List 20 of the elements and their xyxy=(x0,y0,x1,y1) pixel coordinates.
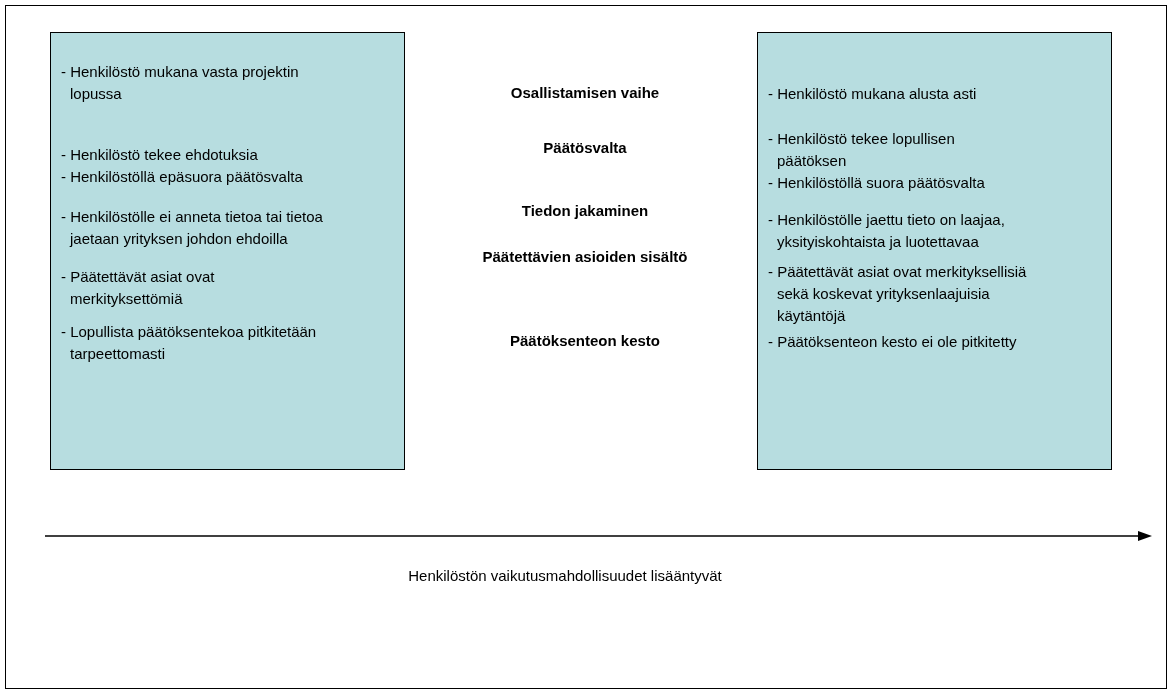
list-item: - Lopullista päätöksentekoa pitkitetään tarpeettomasti xyxy=(61,322,318,364)
list-item: - Päätöksenteon kesto ei ole pitkitetty xyxy=(768,332,1018,352)
list-item: - Henkilöstö tekee ehdotuksia xyxy=(61,145,259,165)
list-item: - Päätettävät asiat ovat merkityksellisiä sekä koskevat yrityksenlaajuisia käytäntöjä xyxy=(768,262,1027,326)
row-heading: Osallistamisen vaihe xyxy=(509,83,661,103)
row-heading: Tiedon jakaminen xyxy=(520,201,650,221)
list-item: - Henkilöstöllä epäsuora päätösvalta xyxy=(61,167,304,187)
list-item: - Päätettävät asiat ovat merkityksettömiä xyxy=(61,267,216,309)
row-heading: Päätettävien asioiden sisältö xyxy=(481,247,689,267)
axis-caption: Henkilöstön vaikutusmahdollisuudet lisääntyvät xyxy=(407,567,723,584)
list-item: - Henkilöstö mukana alusta asti xyxy=(768,84,978,104)
list-item: - Henkilöstö mukana vasta projektin lopussa xyxy=(61,62,300,104)
comparison-panel xyxy=(757,32,1112,470)
list-item: - Henkilöstöllä suora päätösvalta xyxy=(768,173,986,193)
list-item: - Henkilöstölle jaettu tieto on laajaa, yksityiskohtaista ja luotettavaa xyxy=(768,210,1006,252)
list-item: - Henkilöstölle ei anneta tietoa tai tietoa jaetaan yrityksen johdon ehdoilla xyxy=(61,207,324,249)
row-heading: Päätöksenteon kesto xyxy=(508,331,662,351)
row-heading: Päätösvalta xyxy=(542,138,628,158)
list-item: - Henkilöstö tekee lopullisen päätöksen xyxy=(768,129,956,171)
comparison-panel xyxy=(50,32,405,470)
